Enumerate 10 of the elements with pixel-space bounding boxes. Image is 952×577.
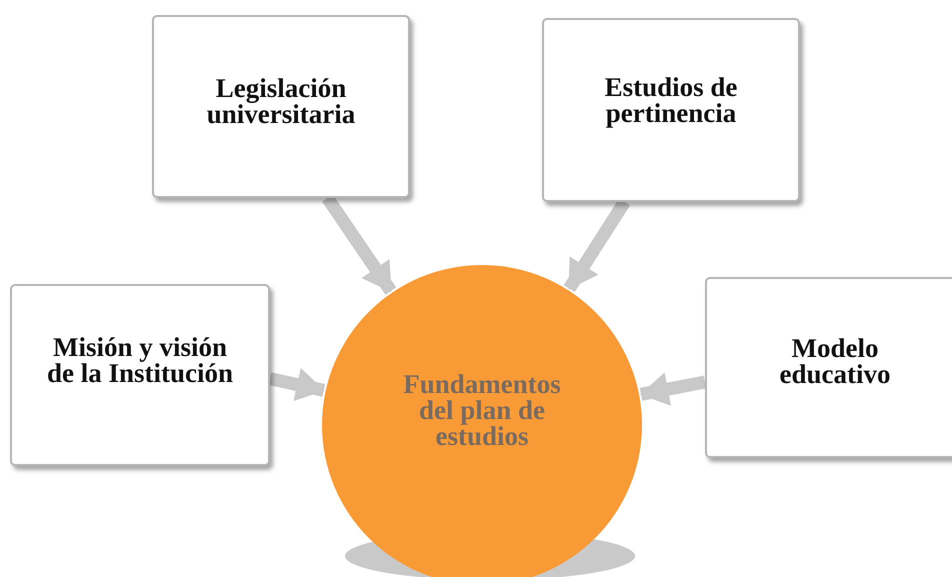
process-box xyxy=(542,18,800,202)
process-box xyxy=(705,277,952,458)
arrow xyxy=(268,368,326,402)
node-text: Modelo educativo xyxy=(778,335,892,391)
node-text: Estudios de pertinencia xyxy=(604,74,738,130)
process-box xyxy=(152,15,410,198)
node-text: Fundamentos del plan de estudios xyxy=(402,371,562,449)
process-box xyxy=(10,284,270,466)
node-text: Misión y visión de la Institución xyxy=(46,334,234,390)
node-text: Legislación universitaria xyxy=(206,75,356,131)
